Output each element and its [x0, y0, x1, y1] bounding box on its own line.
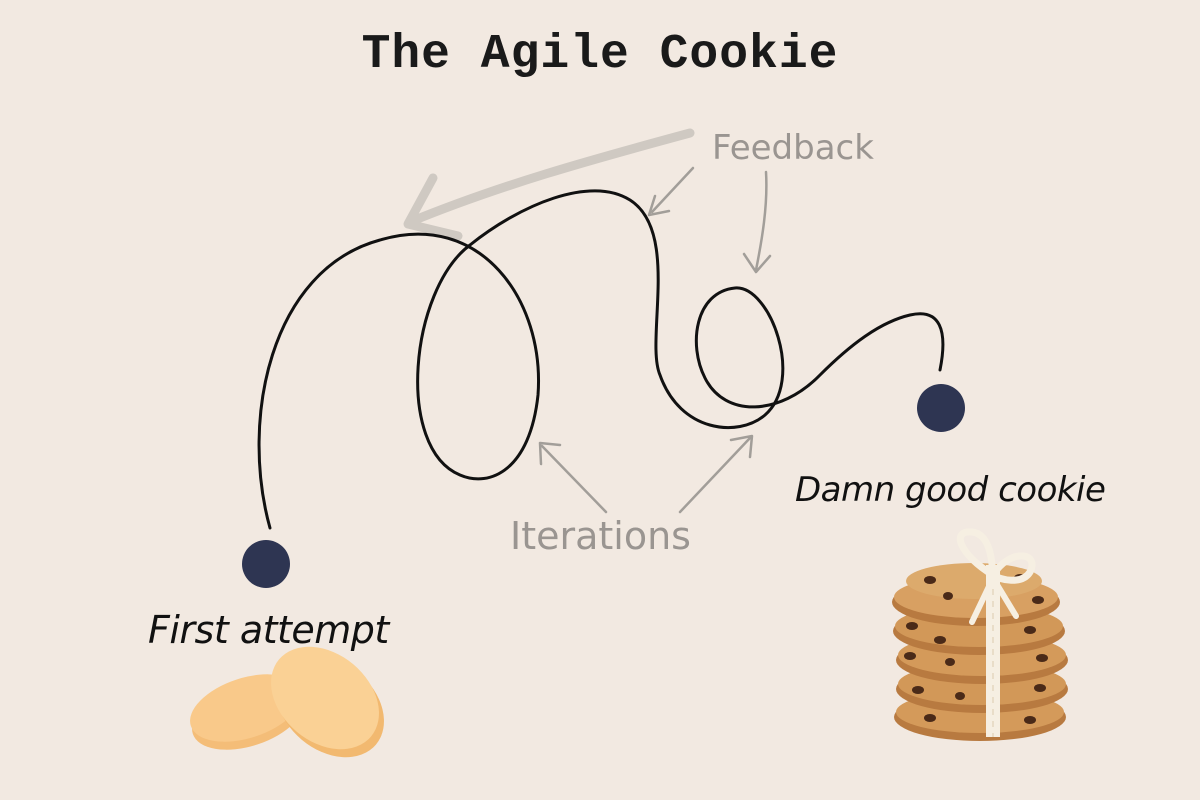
diagram-title: The Agile Cookie	[361, 28, 839, 82]
feedback-big-arrow-head	[403, 173, 463, 241]
iterations-arrow-1-head	[538, 441, 562, 466]
feedback-arrow-2	[754, 170, 768, 272]
feedback-label: Feedback	[712, 128, 874, 168]
iterations-arrow-2-head	[729, 434, 754, 459]
feedback-arrow-2-head	[742, 252, 772, 274]
feedback-arrow-1	[650, 166, 695, 214]
start-label: First attempt	[148, 608, 389, 652]
feedback-arrow-1-head	[647, 194, 671, 217]
plain-cookies-icon	[190, 646, 384, 758]
iteration-path	[257, 189, 945, 530]
feedback-big-arrow	[405, 128, 695, 227]
start-dot	[242, 540, 290, 588]
stacked-chocolate-chip-cookies-icon	[892, 528, 1068, 741]
iterations-arrow-1	[540, 444, 608, 514]
iterations-label: Iterations	[510, 514, 691, 558]
end-dot	[917, 384, 965, 432]
iterations-arrow-2	[678, 436, 752, 514]
end-label: Damn good cookie	[795, 470, 1106, 510]
